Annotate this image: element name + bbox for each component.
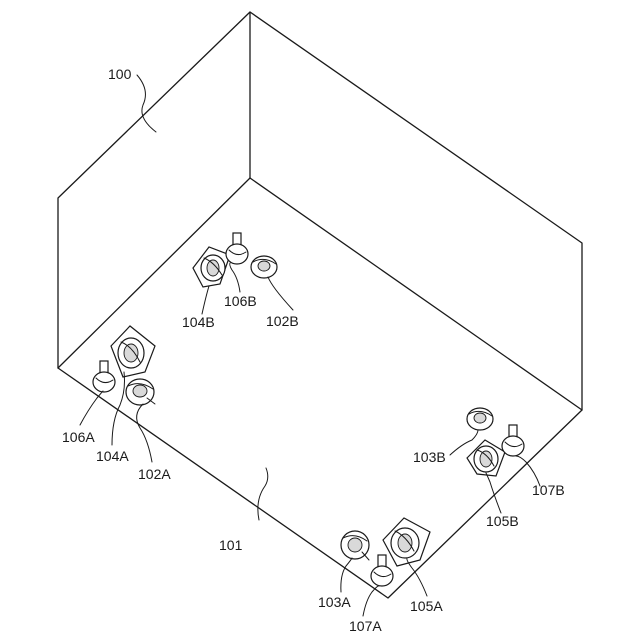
label-106b: 106B	[224, 293, 257, 309]
group-right	[467, 408, 524, 476]
pin-106a	[93, 361, 115, 392]
leader-105b	[486, 473, 501, 513]
cup-102a	[126, 379, 155, 405]
leader-103a	[341, 558, 352, 592]
plate-104a	[111, 326, 155, 377]
label-104a: 104A	[96, 448, 129, 464]
box-outline	[58, 12, 582, 598]
label-103b: 103B	[413, 449, 446, 465]
box-right-inner-edge	[250, 178, 582, 410]
label-107b: 107B	[532, 482, 565, 498]
leader-101	[258, 468, 268, 520]
label-105b: 105B	[486, 513, 519, 529]
leader-100	[137, 75, 156, 132]
label-102a: 102A	[138, 466, 171, 482]
leader-102a	[137, 404, 152, 462]
leader-106b	[230, 263, 240, 292]
pin-107a	[371, 555, 393, 586]
label-100: 100	[108, 66, 132, 82]
leader-106a	[80, 391, 103, 425]
leader-104b	[202, 286, 209, 314]
cup-103b	[467, 408, 493, 430]
pin-107b	[502, 425, 524, 456]
cup-103a	[341, 531, 369, 560]
box-100	[58, 12, 582, 598]
group-bottom	[341, 518, 430, 586]
label-105a: 105A	[410, 598, 443, 614]
plate-105b	[467, 440, 505, 476]
label-104b: 104B	[182, 314, 215, 330]
group-a	[93, 326, 155, 405]
pin-106b	[226, 233, 248, 264]
label-101: 101	[219, 537, 243, 553]
label-103a: 103A	[318, 594, 351, 610]
label-106a: 106A	[62, 429, 95, 445]
label-102b: 102B	[266, 313, 299, 329]
label-107a: 107A	[349, 618, 382, 634]
leader-102b	[268, 277, 293, 310]
group-b	[193, 233, 277, 287]
plate-104b	[193, 247, 230, 287]
cup-102b	[251, 256, 277, 278]
